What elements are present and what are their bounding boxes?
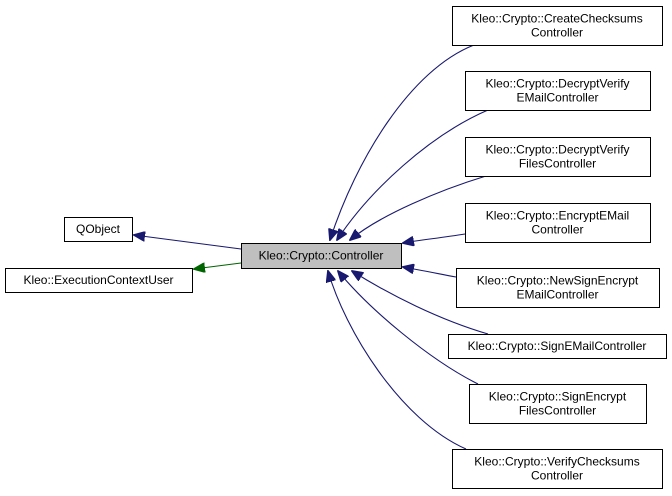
class-name-line: Kleo::Crypto::EncryptEMail <box>486 209 629 223</box>
class-name-line: FilesController <box>519 157 596 171</box>
class-node-sign-email[interactable]: Kleo::Crypto::SignEMailController <box>448 334 667 359</box>
class-box <box>64 217 133 242</box>
inheritance-arrow <box>352 271 489 335</box>
edge-create-checksums-to-controller <box>330 44 475 240</box>
edge-new-sign-encrypt-email-to-controller <box>403 267 457 278</box>
inheritance-arrow <box>337 109 489 240</box>
class-box <box>456 268 660 308</box>
class-box <box>452 449 663 489</box>
class-box <box>465 203 651 243</box>
class-name-line: EMailController <box>516 288 598 302</box>
class-name-line: FilesController <box>519 404 596 418</box>
class-node-decrypt-verify-email[interactable]: Kleo::Crypto::DecryptVerifyEMailControll… <box>465 71 651 111</box>
edge-controller-to-qobject <box>134 235 242 250</box>
edge-verify-checksums-to-controller <box>328 271 467 450</box>
class-name-line: Kleo::Crypto::CreateChecksums <box>471 12 642 26</box>
inheritance-arrow <box>330 44 475 240</box>
class-name-line: Kleo::Crypto::Controller <box>259 249 384 263</box>
class-node-execution-context-user[interactable]: Kleo::ExecutionContextUser <box>5 268 193 293</box>
class-box <box>469 384 647 424</box>
class-name-line: Kleo::ExecutionContextUser <box>23 273 173 287</box>
class-box <box>465 71 651 111</box>
inheritance-arrow <box>194 262 242 269</box>
class-box <box>452 6 663 46</box>
edge-decrypt-verify-files-to-controller <box>350 175 487 240</box>
class-node-new-sign-encrypt-email[interactable]: Kleo::Crypto::NewSignEncryptEMailControl… <box>456 268 660 308</box>
edge-controller-to-execution-context-user <box>194 262 242 269</box>
class-name-line: Kleo::Crypto::DecryptVerify <box>485 77 629 91</box>
class-box <box>5 268 193 293</box>
inheritance-arrow <box>403 233 466 243</box>
class-box <box>448 334 667 359</box>
class-name-line: Kleo::Crypto::DecryptVerify <box>485 143 629 157</box>
edge-sign-encrypt-files-to-controller <box>338 271 479 385</box>
inheritance-arrow <box>350 175 487 240</box>
class-node-qobject[interactable]: QObject <box>64 217 133 242</box>
class-name-line: Kleo::Crypto::VerifyChecksums <box>474 455 639 469</box>
class-name-line: Kleo::Crypto::SignEMailController <box>468 339 647 353</box>
edge-decrypt-verify-email-to-controller <box>337 109 489 240</box>
class-name-line: QObject <box>76 222 121 236</box>
class-box <box>241 243 402 269</box>
inheritance-arrow <box>134 235 242 250</box>
class-name-line: Controller <box>531 26 583 40</box>
class-name-line: Controller <box>531 223 583 237</box>
class-name-line: EMailController <box>516 91 598 105</box>
inheritance-arrow <box>328 271 467 450</box>
edge-sign-email-to-controller <box>352 271 489 335</box>
inheritance-arrow <box>338 271 479 385</box>
inheritance-arrow <box>403 267 457 278</box>
class-name-line: Kleo::Crypto::NewSignEncrypt <box>477 274 639 288</box>
edge-encrypt-email-to-controller <box>403 233 466 243</box>
class-name-line: Controller <box>531 469 583 483</box>
class-box <box>465 137 651 177</box>
class-node-controller: Kleo::Crypto::Controller <box>241 243 402 269</box>
class-name-line: Kleo::Crypto::SignEncrypt <box>489 390 627 404</box>
class-node-decrypt-verify-files[interactable]: Kleo::Crypto::DecryptVerifyFilesControll… <box>465 137 651 177</box>
